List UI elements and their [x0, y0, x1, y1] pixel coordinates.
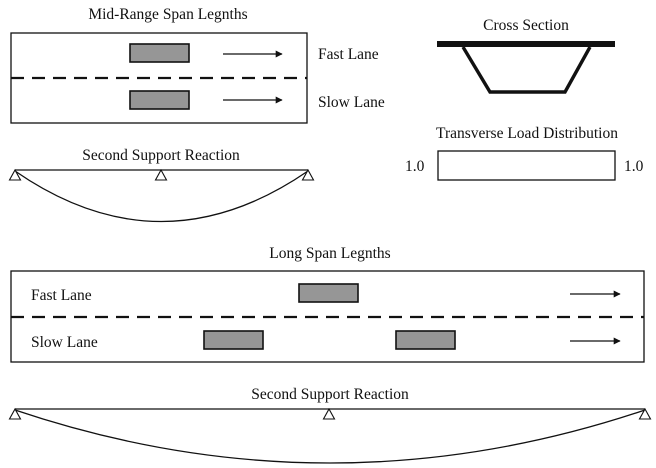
cross-section-panel: Cross Section — [437, 17, 615, 94]
long-span-panel: Long Span Legnths Fast Lane Slow Lane — [10, 245, 645, 363]
transverse-load-panel: Transverse Load Distribution 1.0 1.0 — [405, 125, 644, 181]
long-span-influence-curve — [14, 409, 646, 464]
transverse-load-left-value: 1.0 — [405, 158, 425, 175]
cross-section-title: Cross Section — [483, 17, 569, 34]
long-span-slow-lane-label: Slow Lane — [31, 334, 98, 351]
mid-range-fast-lane-label: Fast Lane — [318, 46, 379, 63]
transverse-load-title: Transverse Load Distribution — [436, 125, 618, 142]
mid-range-influence-curve — [14, 170, 309, 223]
long-span-slow-lane-truck-1 — [203, 330, 264, 350]
mid-range-fast-lane-truck — [129, 43, 190, 63]
mid-range-reaction-diagram: Second Support Reaction — [8, 147, 315, 223]
transverse-load-right-value: 1.0 — [624, 158, 644, 175]
long-span-left-support-icon — [8, 407, 22, 420]
mid-range-span-panel: Mid-Range Span Legnths Fast Lane Slow La… — [10, 6, 385, 124]
transverse-load-distribution-box — [437, 150, 616, 181]
long-span-fast-lane-label: Fast Lane — [31, 287, 92, 304]
long-span-slow-lane-truck-2 — [395, 330, 456, 350]
long-span-right-support-icon — [638, 407, 652, 420]
mid-range-slow-lane-label: Slow Lane — [318, 94, 385, 111]
mid-range-left-support-icon — [8, 168, 22, 181]
mid-range-middle-support-icon — [154, 168, 168, 181]
long-span-fast-lane-truck — [298, 283, 359, 303]
cross-section-girder — [461, 46, 592, 94]
mid-range-slow-lane-truck — [129, 90, 190, 110]
long-span-title: Long Span Legnths — [269, 245, 390, 262]
long-span-reaction-diagram: Second Support Reaction — [8, 386, 652, 464]
mid-range-right-support-icon — [301, 168, 315, 181]
mid-range-title: Mid-Range Span Legnths — [88, 6, 247, 23]
mid-range-reaction-title: Second Support Reaction — [82, 147, 240, 164]
long-span-middle-support-icon — [322, 407, 336, 420]
long-span-reaction-title: Second Support Reaction — [251, 386, 409, 403]
